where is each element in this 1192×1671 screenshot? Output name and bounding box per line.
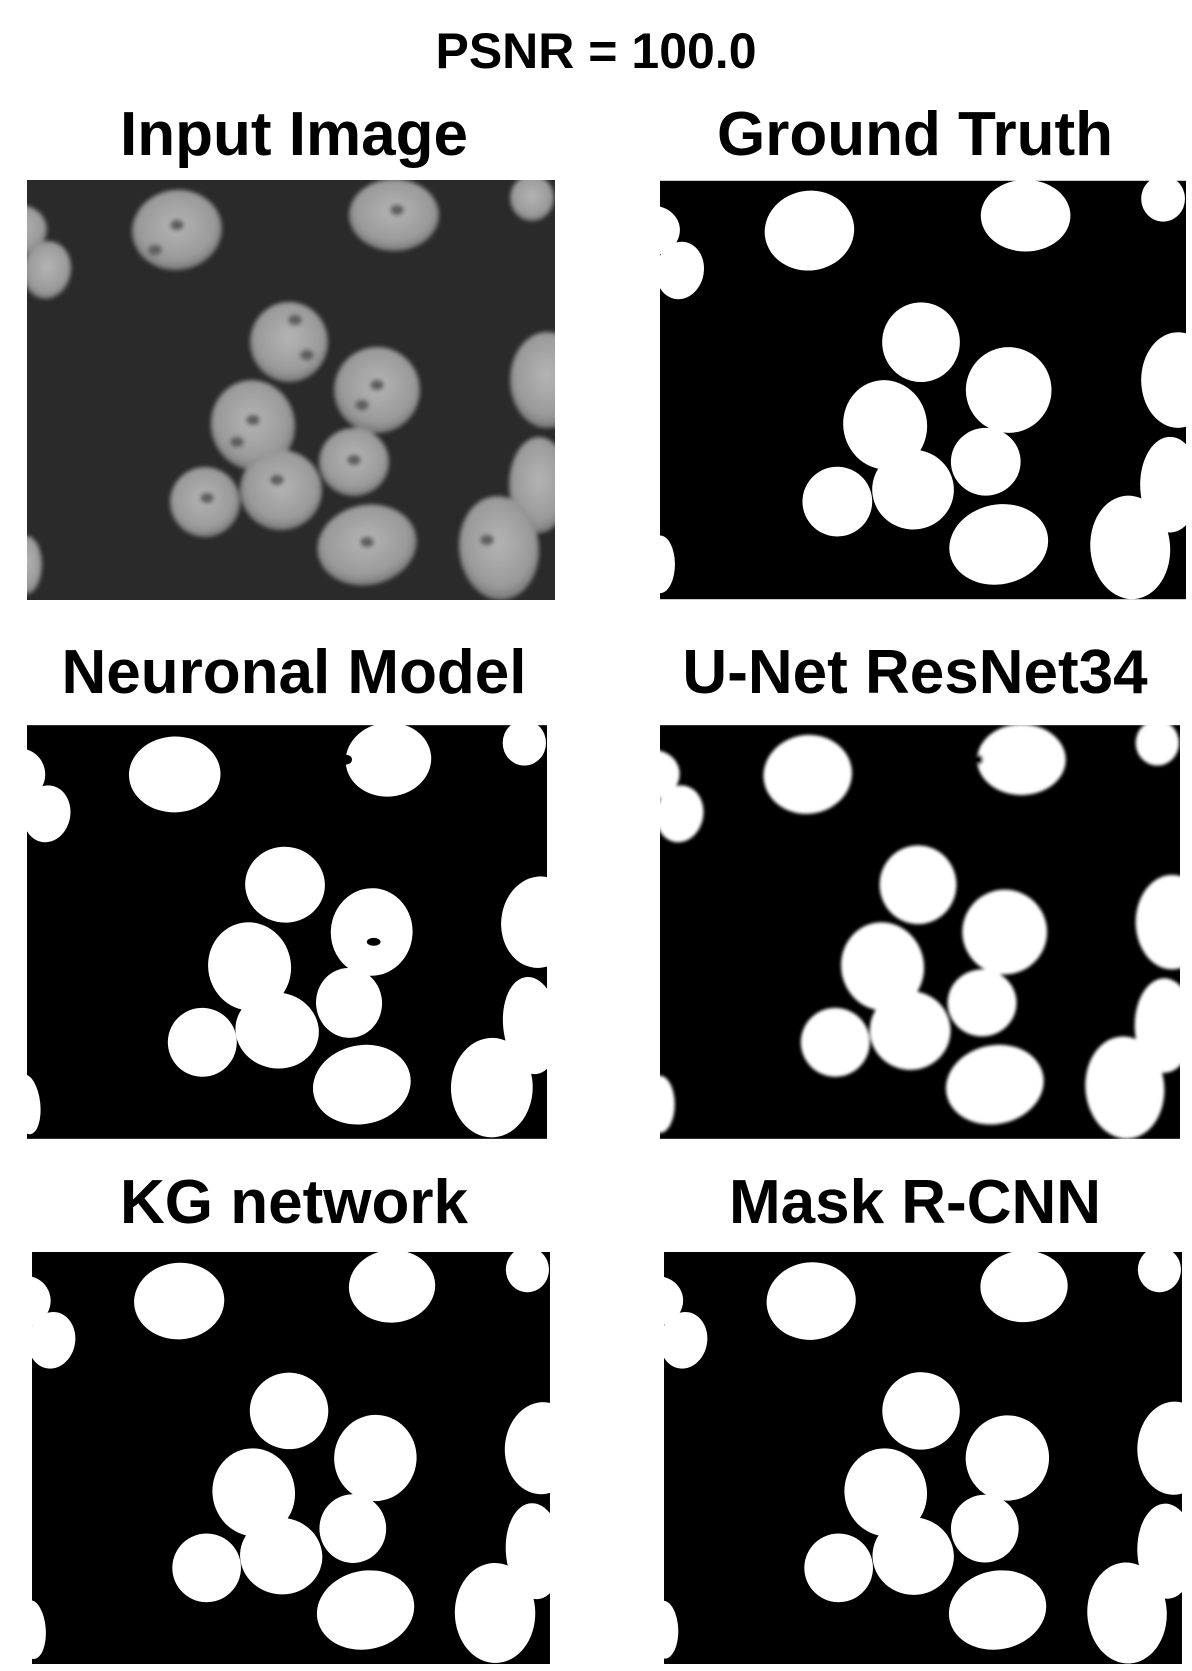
nucleus-mask — [980, 180, 1071, 252]
nucleus-mask — [962, 889, 1048, 975]
nucleus-mask — [843, 380, 928, 470]
nucleus-mask — [660, 1276, 684, 1327]
ground-truth-panel — [660, 180, 1186, 600]
nucleus — [510, 332, 555, 428]
nucleus-mask — [804, 1533, 873, 1603]
nucleus-mask — [879, 845, 957, 925]
nucleus-mask — [27, 785, 71, 843]
nucleus-mask — [945, 1044, 1044, 1125]
nucleus-mask — [240, 1517, 323, 1595]
nucleus — [349, 180, 439, 251]
nucleus-mask — [950, 1494, 1019, 1563]
nucleus — [27, 536, 42, 594]
nucleus-mask — [27, 1600, 46, 1660]
nucleus-mask — [208, 922, 292, 1011]
nucleus-mask — [316, 1570, 415, 1650]
nucleus-mask — [235, 992, 319, 1069]
nucleus-mask — [505, 1252, 549, 1293]
panel-title-mask-rcnn: Mask R-CNN — [728, 1168, 1102, 1237]
nucleus-mask — [980, 1252, 1068, 1323]
nucleus-mask — [882, 1372, 960, 1450]
nucleus-mask — [965, 1415, 1050, 1501]
nucleus-mask — [882, 302, 960, 383]
nucleus-mask — [134, 1262, 225, 1340]
nucleus-mask — [345, 722, 432, 797]
panel-title-neuronal-model: Neuronal Model — [61, 638, 527, 707]
nucleus-mask — [167, 1007, 237, 1077]
unet-resnet34-panel — [660, 722, 1180, 1142]
main-title: PSNR = 100.0 — [435, 23, 757, 79]
nucleus-mask — [27, 748, 46, 801]
nucleus-mask — [1141, 180, 1185, 222]
nucleus — [240, 449, 322, 531]
nucleus — [27, 241, 72, 299]
nucleus-mask — [844, 1448, 928, 1537]
nucleus-mask — [27, 1311, 76, 1369]
nucleus-mask — [965, 347, 1052, 433]
nucleus-mask — [27, 1074, 41, 1135]
nucleus-mask — [245, 846, 325, 923]
mask-rcnn-panel — [660, 1252, 1186, 1664]
nucleus-mask — [128, 736, 221, 813]
nucleus-mask — [802, 466, 873, 537]
nucleus-mask — [660, 1075, 675, 1133]
nucleus-mask — [1137, 1401, 1186, 1495]
nucleus — [250, 302, 328, 382]
nucleus-mask — [312, 1044, 411, 1125]
nucleus-mask — [766, 1262, 856, 1340]
nucleus-mask — [800, 1007, 870, 1077]
nucleus-mask — [454, 1562, 536, 1664]
nucleus-mask — [660, 1600, 679, 1659]
nucleus-mask — [1135, 722, 1180, 766]
input-image-panel — [27, 180, 555, 600]
nucleus — [27, 204, 47, 256]
nucleus-mask — [1135, 874, 1180, 970]
panel-title-ground-truth: Ground Truth — [716, 100, 1114, 169]
nucleus-mask — [872, 449, 954, 530]
nucleus-mask — [1087, 1562, 1167, 1664]
nucleus-mask — [316, 967, 383, 1038]
nucleus-mask — [869, 991, 951, 1070]
nucleus-mask — [660, 1311, 708, 1369]
nucleus — [510, 180, 554, 221]
nucleus-mask — [1085, 1036, 1165, 1139]
nucleus-mask — [948, 1570, 1047, 1650]
nucleus-mask — [1090, 495, 1171, 600]
nucleus-mask — [501, 876, 547, 968]
panel-title-kg-network: KG network — [120, 1168, 468, 1237]
nucleus — [458, 496, 540, 600]
nucleus-mask — [504, 1402, 555, 1495]
nucleus-mask — [1141, 332, 1186, 428]
nucleus-mask — [660, 205, 680, 256]
nucleus-mask — [660, 241, 704, 300]
nucleus-mask — [330, 888, 413, 976]
nucleus-mask — [249, 1372, 329, 1450]
nucleus-mask — [172, 1533, 241, 1603]
nucleus-mask — [450, 1037, 533, 1138]
kg-network-panel — [27, 1252, 555, 1664]
nucleus-mask — [502, 722, 547, 766]
nucleus-mask — [950, 427, 1021, 496]
nucleus-mask — [1137, 1252, 1181, 1293]
nucleus-mask — [949, 504, 1049, 585]
nucleus-mask — [763, 734, 852, 814]
nucleus-mask — [660, 535, 675, 594]
nucleus-mask — [27, 1275, 51, 1327]
nucleus-mask — [764, 190, 855, 271]
nucleus-mask — [660, 785, 704, 843]
nucleus-mask — [212, 1448, 296, 1537]
nucleus-mask — [348, 1252, 436, 1323]
neuronal-model-panel — [27, 722, 547, 1142]
panel-title-unet-resnet34: U-Net ResNet34 — [682, 638, 1148, 707]
nucleus-mask — [872, 1517, 954, 1595]
nucleus-mask — [841, 922, 925, 1011]
nucleus-mask — [947, 969, 1017, 1037]
nucleus-mask — [319, 1494, 387, 1563]
panel-title-input-image: Input Image — [120, 100, 468, 169]
nucleus-mask — [977, 724, 1066, 796]
nucleus-mask — [334, 1414, 417, 1502]
nucleus-mask — [660, 749, 680, 800]
